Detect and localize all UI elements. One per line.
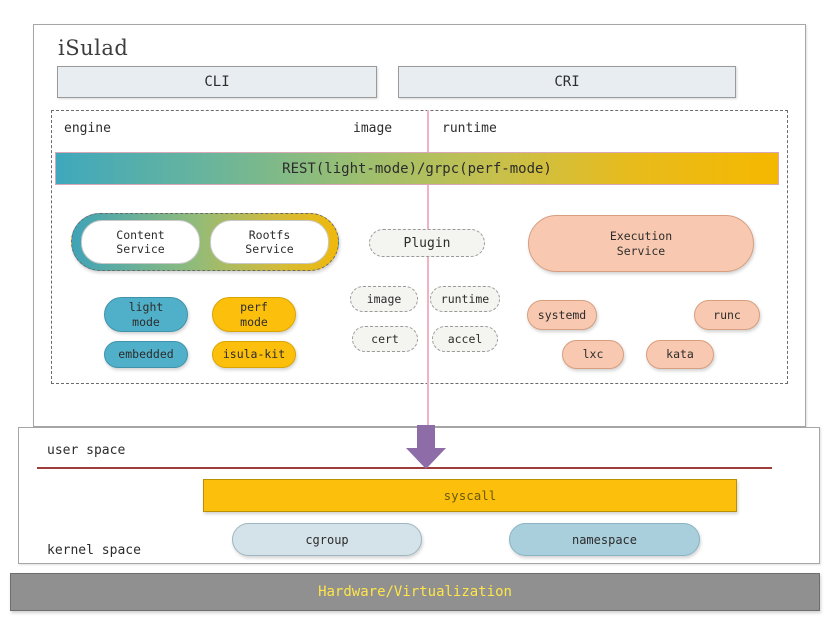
embedded-pill[interactable]: embedded (104, 341, 188, 368)
cli-box[interactable]: CLI (57, 66, 377, 98)
execution-service-line1: Execution (609, 229, 673, 244)
section-label-image: image (353, 121, 393, 136)
storage-service-group: Content Service Rootfs Service (71, 213, 339, 271)
plugin-runtime-pill[interactable]: runtime (430, 286, 500, 312)
syscall-bar: syscall (203, 479, 737, 512)
section-label-engine: engine (64, 121, 111, 136)
perf-mode-line1: perf (240, 300, 268, 315)
kernel-space-label: kernel space (47, 543, 141, 558)
cgroup-pill[interactable]: cgroup (232, 523, 422, 556)
rootfs-service-pill[interactable]: Rootfs Service (210, 220, 329, 264)
light-mode-line1: light (128, 300, 164, 315)
isula-kit-pill[interactable]: isula-kit (212, 341, 296, 368)
plugin-accel-pill[interactable]: accel (432, 326, 498, 352)
page-title: iSulad (58, 36, 129, 60)
user-space-label: user space (47, 443, 126, 458)
runc-pill[interactable]: runc (694, 300, 760, 330)
light-mode-line2: mode (132, 314, 160, 329)
cri-box[interactable]: CRI (398, 66, 736, 98)
content-service-pill[interactable]: Content Service (81, 220, 200, 264)
content-service-line1: Content (116, 227, 165, 242)
rootfs-service-line1: Rootfs (248, 227, 291, 242)
content-service-line2: Service (116, 242, 165, 256)
hardware-virtualization-bar: Hardware/Virtualization (10, 573, 820, 611)
plugin-cert-pill[interactable]: cert (352, 326, 418, 352)
execution-service-pill[interactable]: Execution Service (528, 215, 754, 272)
down-arrow-icon (404, 425, 448, 470)
lxc-pill[interactable]: lxc (562, 340, 624, 369)
plugin-pill[interactable]: Plugin (369, 229, 485, 257)
section-label-runtime: runtime (442, 121, 497, 136)
execution-service-line2: Service (616, 243, 666, 258)
vertical-divider (427, 110, 429, 425)
kata-pill[interactable]: kata (646, 340, 714, 369)
rest-grpc-bar: REST(light-mode)/grpc(perf-mode) (55, 152, 779, 185)
namespace-pill[interactable]: namespace (509, 523, 700, 556)
systemd-pill[interactable]: systemd (527, 300, 597, 330)
user-kernel-boundary-line (37, 467, 772, 469)
perf-mode-line2: mode (240, 314, 268, 329)
light-mode-pill[interactable]: light mode (104, 297, 188, 332)
perf-mode-pill[interactable]: perf mode (212, 297, 296, 332)
plugin-image-pill[interactable]: image (350, 286, 418, 312)
rootfs-service-line2: Service (245, 242, 294, 256)
engine-image-runtime-container (51, 110, 788, 384)
